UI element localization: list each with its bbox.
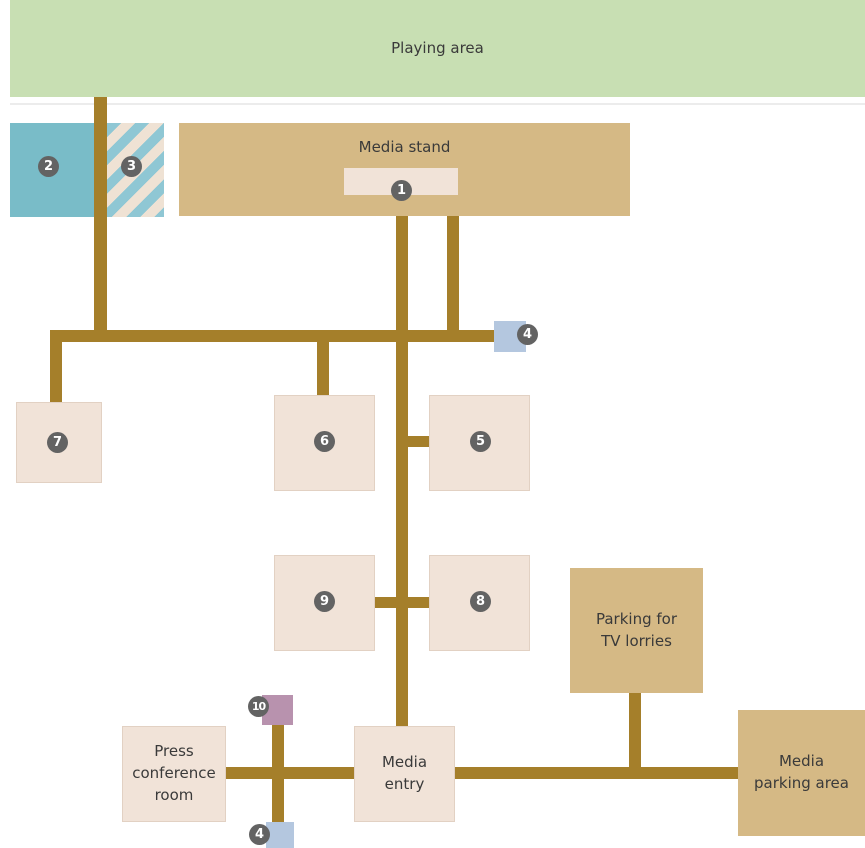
media-entry: Media entry	[354, 726, 455, 822]
path-central-spine	[396, 216, 408, 728]
path-stand-right	[447, 216, 459, 336]
path-rooms-8-9	[374, 597, 430, 608]
marker-4-top: 4	[517, 324, 538, 345]
playing-area: Playing area	[10, 0, 865, 97]
playing-area-label: Playing area	[391, 38, 484, 57]
marker-4-bottom: 4	[249, 824, 270, 845]
path-main-horizontal	[50, 330, 500, 342]
marker-7: 7	[47, 432, 68, 453]
marker-3: 3	[121, 156, 142, 177]
path-tv-lorries	[629, 693, 641, 773]
marker-8: 8	[470, 591, 491, 612]
marker-1: 1	[391, 180, 412, 201]
media-parking-label: Media parking area	[754, 752, 849, 792]
zone-4-bottom	[266, 822, 294, 848]
tv-lorry-parking-label: Parking for TV lorries	[595, 609, 677, 650]
path-playing-to-junction	[94, 97, 107, 339]
press-conference-room: Press conference room	[122, 726, 226, 822]
path-to-room-6	[317, 336, 329, 395]
marker-6: 6	[314, 431, 335, 452]
marker-10: 10	[248, 696, 269, 717]
path-entry-to-parking	[455, 767, 740, 779]
path-press-to-entry	[226, 767, 354, 779]
media-stand-label: Media stand	[358, 138, 451, 156]
boundary-line	[10, 103, 865, 105]
marker-5: 5	[470, 431, 491, 452]
path-to-room-5	[402, 436, 430, 447]
path-to-room-7	[50, 330, 62, 402]
marker-9: 9	[314, 591, 335, 612]
media-entry-label: Media entry	[381, 753, 428, 793]
press-conference-label: Press conference room	[132, 742, 216, 804]
tv-lorry-parking: Parking for TV lorries	[570, 568, 703, 693]
path-zone-10-vertical	[272, 725, 284, 825]
media-parking-area: Media parking area	[738, 710, 865, 836]
marker-2: 2	[38, 156, 59, 177]
